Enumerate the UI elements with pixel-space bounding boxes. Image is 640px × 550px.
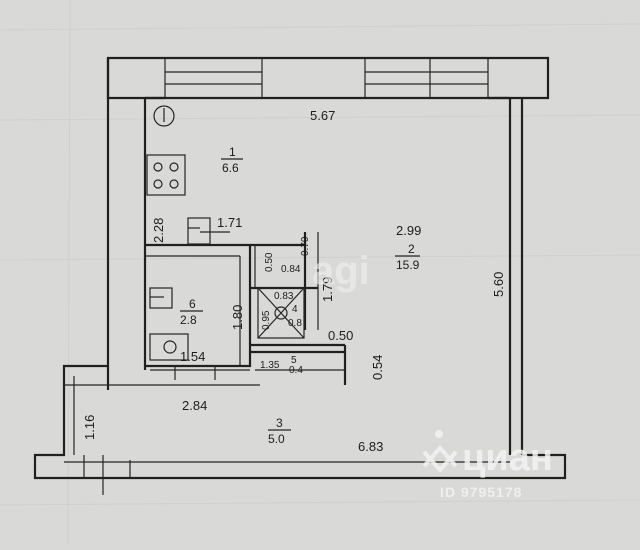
room-label-1: 1 6.6	[221, 145, 243, 175]
dim-kitchen-counter: 1.71	[217, 215, 242, 230]
room-5-area: 0.4	[289, 365, 303, 376]
window-right	[364, 57, 489, 99]
cian-logo-icon	[422, 430, 458, 474]
room-4-number: 4	[292, 304, 298, 315]
dim-bath-width: 1.54	[180, 349, 205, 364]
dim-hall-top: 0.50	[264, 252, 275, 272]
dim-room-height: 5.60	[491, 272, 506, 297]
dim-balcony-inner: 2.84	[182, 398, 207, 413]
door-marks	[200, 231, 256, 288]
room-label-4: 4 0.8	[288, 304, 302, 329]
room-4-area: 0.8	[288, 318, 302, 329]
bathtub-icon	[149, 333, 189, 361]
sink-icon	[187, 217, 211, 245]
outer-walls	[33, 56, 567, 495]
room-label-6: 6 2.8	[180, 297, 203, 327]
watermark-brand: циан	[462, 437, 553, 479]
room-3-area: 5.0	[268, 432, 285, 446]
washbasin-icon	[149, 287, 173, 309]
gas-meter-icon	[153, 105, 175, 127]
dim-wall-054: 0.54	[370, 355, 385, 380]
room-2-number: 2	[408, 242, 415, 256]
room-label-5: 5 0.4	[289, 355, 303, 376]
dim-hall-side: 0.70	[300, 236, 311, 256]
dim-wall-050: 0.50	[328, 328, 353, 343]
window-left	[164, 57, 263, 99]
watermark-center: agi	[312, 249, 370, 293]
dim-room-depth: 2.99	[396, 223, 421, 238]
dim-toilet-width: 0.83	[274, 291, 294, 302]
room-2-area: 15.9	[396, 258, 420, 272]
dim-closet-height: 1.79	[320, 277, 335, 302]
room-6-area: 2.8	[180, 313, 197, 327]
dim-hall-width: 0.84	[281, 264, 301, 275]
room-1-area: 6.6	[222, 161, 239, 175]
toilet-icon	[257, 287, 305, 339]
room-5-number: 5	[291, 355, 297, 366]
stove-icon	[146, 154, 186, 196]
dim-balcony-depth: 1.16	[82, 415, 97, 440]
dim-toilet-height: 0.95	[261, 310, 272, 330]
dim-balcony-length: 6.83	[358, 439, 383, 454]
dim-kitchen-height: 2.28	[151, 218, 166, 243]
dim-top-width: 5.67	[310, 108, 335, 123]
room-label-3: 3 5.0	[268, 416, 291, 446]
watermark-listing-id: ID 9795178	[440, 484, 522, 500]
room-label-2: 2 15.9	[395, 242, 420, 272]
room-1-number: 1	[229, 145, 236, 159]
room-3-number: 3	[276, 416, 283, 430]
room-6-number: 6	[189, 297, 196, 311]
dim-closet-width: 1.35	[260, 360, 280, 371]
dim-bath-height: 1.80	[230, 305, 245, 330]
